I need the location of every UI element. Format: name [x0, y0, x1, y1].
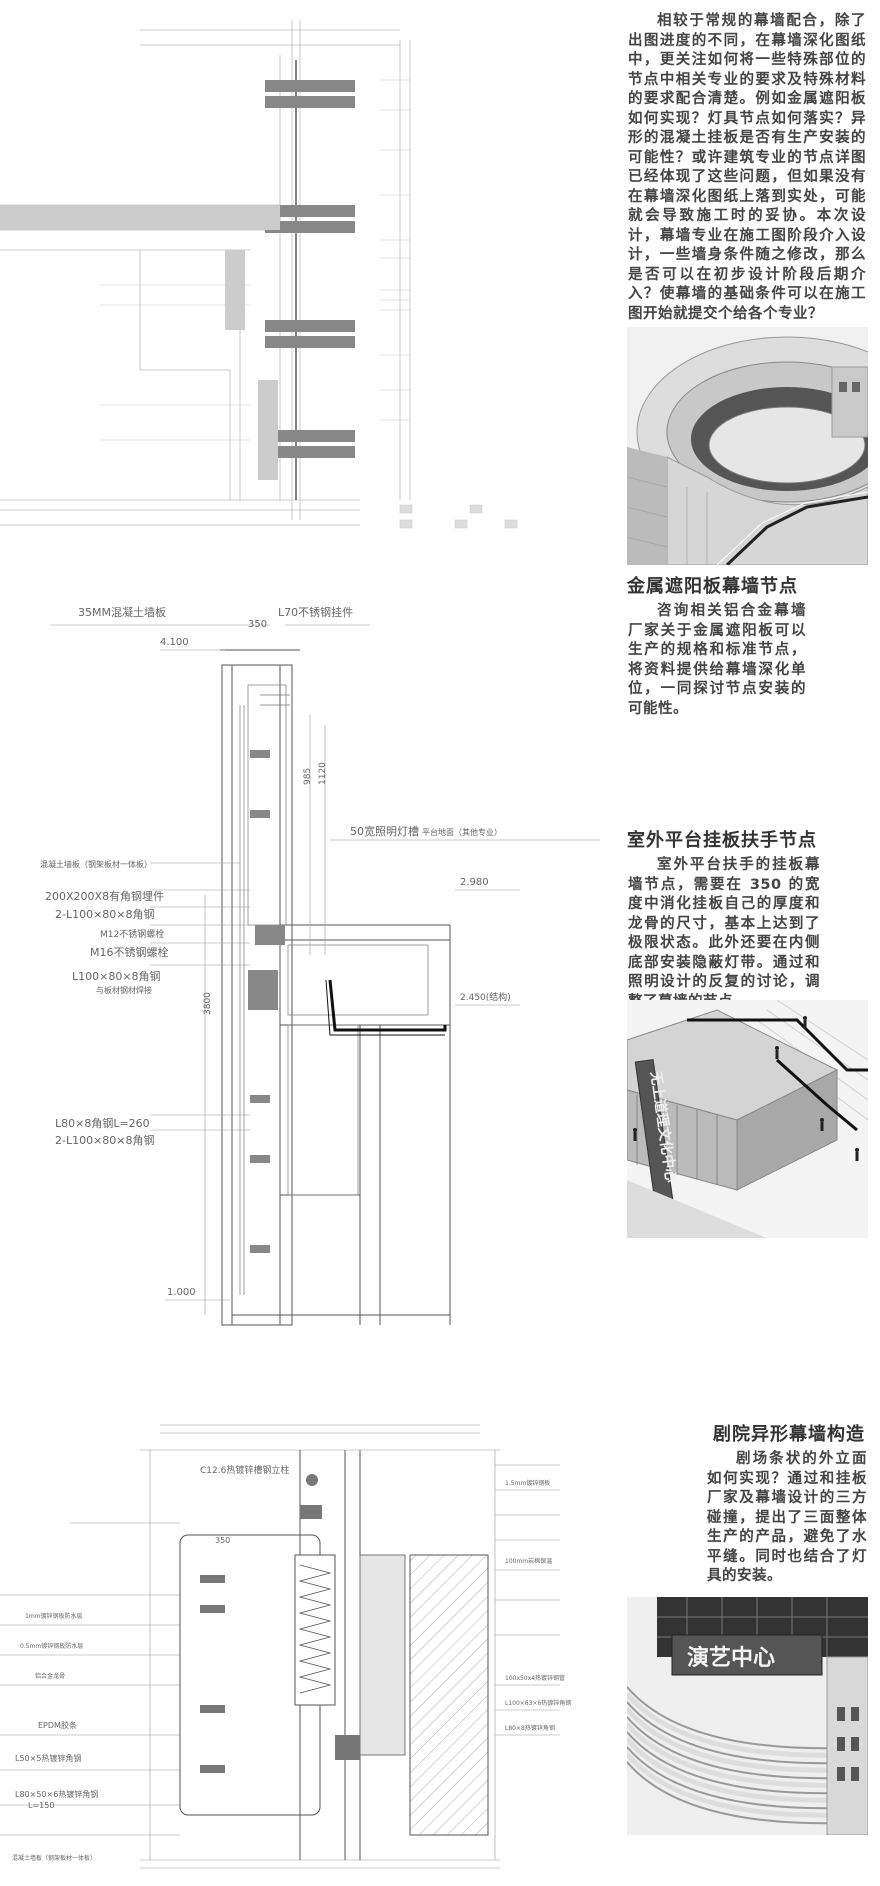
- label-l11: 200X200X8有角钢埋件: [45, 889, 164, 903]
- label-m6: L=150: [28, 1801, 54, 1810]
- label-l14: M16不锈钢螺栓: [90, 945, 169, 959]
- label-l13: M12不锈钢螺栓: [100, 928, 164, 940]
- label-l20: 2-L100×80×8角钢: [55, 1134, 155, 1147]
- photo-outdoor-platform: 无上道理文化中心: [627, 1000, 868, 1238]
- section2-paragraph: 咨询相关铝合金幕墙厂家关于金属遮阳板可以生产的规格和标准节点，将资料提供给幕墙深…: [628, 603, 806, 717]
- label-m11: 1.5mm镀锌钢板: [505, 1479, 550, 1487]
- label-l12: 2-L100×80×8角钢: [55, 908, 155, 921]
- outdoor-platform-illustration: 无上道理文化中心: [627, 1000, 868, 1238]
- theatre-sign-text: 演艺中心: [687, 1645, 775, 1671]
- cad-drawing-section-2: 35MM混凝土墙板 L70不锈钢挂件 4.100 350 985 1120 50…: [0, 595, 610, 1355]
- label-l6: 1120: [318, 762, 328, 785]
- label-l18: 2.450(结构): [460, 991, 511, 1003]
- label-l10: 2.980: [460, 877, 489, 888]
- label-l2: L70不锈钢挂件: [278, 605, 353, 619]
- label-l9: 混凝土墙板（钢架板材一体板）: [40, 859, 152, 869]
- section4-paragraph: 剧场条状的外立面如何实现？通过和挂板厂家及幕墙设计的三方碰撞，提出了三面整体生产…: [707, 1451, 867, 1584]
- cad-section-1-svg: [0, 20, 518, 529]
- label-m15: 混凝土墙板（钢架板材一体板）: [12, 1854, 96, 1862]
- cad-section-2-svg: 35MM混凝土墙板 L70不锈钢挂件 4.100 350 985 1120 50…: [40, 605, 600, 1326]
- label-l21: 1.000: [167, 1287, 196, 1298]
- label-l16: 与板材钢材焊接: [96, 985, 152, 995]
- label-m9: 铝合金龙骨: [35, 1672, 65, 1680]
- section3-heading: 室外平台挂板扶手节点: [627, 830, 817, 851]
- label-l19: L80×8角钢L=260: [55, 1117, 150, 1130]
- label-m12: 100x50x4热镀锌钢管: [505, 1674, 565, 1682]
- cad-drawing-section-1: [0, 0, 610, 560]
- label-l3: 4.100: [160, 637, 189, 648]
- section3-paragraph: 室外平台扶手的挂板幕墙节点，需要在 350 的宽度中消化挂板自己的厚度和龙骨的尺…: [628, 857, 820, 1010]
- cad-drawing-section-4: C12.6热镀锌槽钢立柱 350 EPDM胶条 L50×5热镀锌角钢 L80×5…: [0, 1405, 610, 1880]
- label-l4: 350: [248, 619, 267, 630]
- label-l5: 985: [303, 768, 313, 785]
- section4-heading: 剧院异形幕墙构造: [713, 1424, 865, 1445]
- section1-paragraph: 相较于常规的幕墙配合，除了出图进度的不同，在幕墙深化图纸中，更关注如何将一些特殊…: [628, 13, 866, 322]
- label-l1: 35MM混凝土墙板: [78, 605, 166, 619]
- theatre-facade-illustration: 演艺中心: [627, 1597, 868, 1835]
- curved-facade-illustration: [627, 327, 868, 565]
- label-m14: L80×8热镀锌角钢: [505, 1724, 555, 1732]
- label-m13: L100×63×6热镀锌角钢: [505, 1699, 571, 1707]
- label-m10: 100mm岩棉保温: [505, 1557, 552, 1565]
- label-m4: L50×5热镀锌角钢: [15, 1753, 81, 1763]
- photo-theatre-facade: 演艺中心: [627, 1597, 868, 1835]
- cad-section-4-svg: C12.6热镀锌槽钢立柱 350 EPDM胶条 L50×5热镀锌角钢 L80×5…: [0, 1424, 571, 1869]
- label-m5: L80×50×6热镀锌角钢: [15, 1789, 98, 1799]
- section2-heading: 金属遮阳板幕墙节点: [627, 576, 798, 597]
- label-l17: 3800: [203, 992, 213, 1015]
- label-m2: 350: [215, 1536, 230, 1545]
- label-l8: 平台地面（其他专业）: [422, 827, 502, 837]
- photo-curved-facade: [627, 327, 868, 565]
- label-m1: C12.6热镀锌槽钢立柱: [200, 1464, 289, 1476]
- label-m3: EPDM胶条: [38, 1720, 77, 1730]
- label-m8: 0.5mm镀锌钢板防水层: [20, 1642, 83, 1650]
- label-l15: L100×80×8角钢: [72, 970, 161, 983]
- label-l7: 50宽照明灯槽: [350, 824, 419, 838]
- label-m7: 1mm镀锌钢板防水层: [25, 1612, 83, 1620]
